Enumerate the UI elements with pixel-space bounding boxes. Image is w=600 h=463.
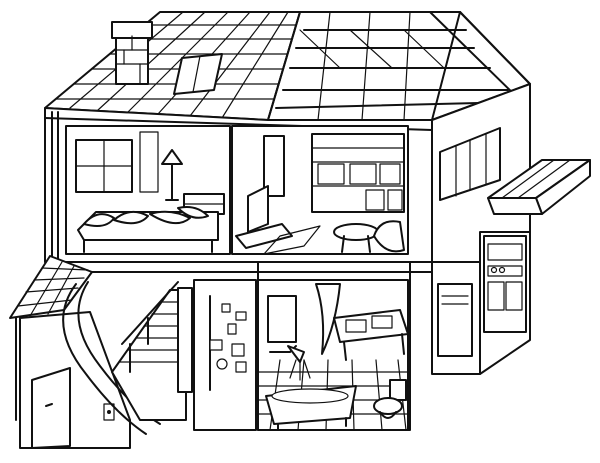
staircase bbox=[111, 281, 187, 421]
front-door bbox=[31, 367, 115, 449]
roof-timber-frame bbox=[267, 11, 531, 121]
shower bbox=[269, 345, 311, 381]
entrance-hall bbox=[9, 255, 193, 449]
chimney bbox=[111, 21, 153, 85]
curved-wall bbox=[62, 283, 147, 435]
balcony bbox=[487, 159, 591, 215]
shower-curtain bbox=[315, 283, 341, 355]
bedroom-window bbox=[75, 139, 133, 193]
wall-shelf-unit bbox=[311, 133, 405, 213]
bathroom-cabinet bbox=[267, 295, 297, 343]
living-room-window bbox=[263, 135, 285, 197]
kitchen-door bbox=[437, 283, 473, 357]
hallway bbox=[193, 279, 257, 431]
kitchen bbox=[437, 235, 527, 357]
bedside-lamp bbox=[161, 149, 183, 201]
bed bbox=[77, 206, 219, 253]
roof bbox=[44, 11, 531, 121]
roof-window bbox=[173, 53, 223, 95]
living-room bbox=[231, 125, 409, 255]
toilet bbox=[373, 379, 407, 419]
roof-tiled-slope bbox=[44, 11, 301, 121]
side-window bbox=[439, 127, 501, 201]
rug bbox=[263, 225, 321, 255]
armchair bbox=[373, 220, 405, 253]
bedroom-curtain bbox=[139, 131, 159, 193]
bathroom bbox=[257, 279, 409, 431]
double-sink bbox=[333, 309, 409, 361]
right-wing-upper bbox=[439, 127, 591, 215]
tv-stand bbox=[235, 223, 293, 249]
bathtub bbox=[265, 385, 357, 431]
bedroom bbox=[65, 125, 231, 255]
